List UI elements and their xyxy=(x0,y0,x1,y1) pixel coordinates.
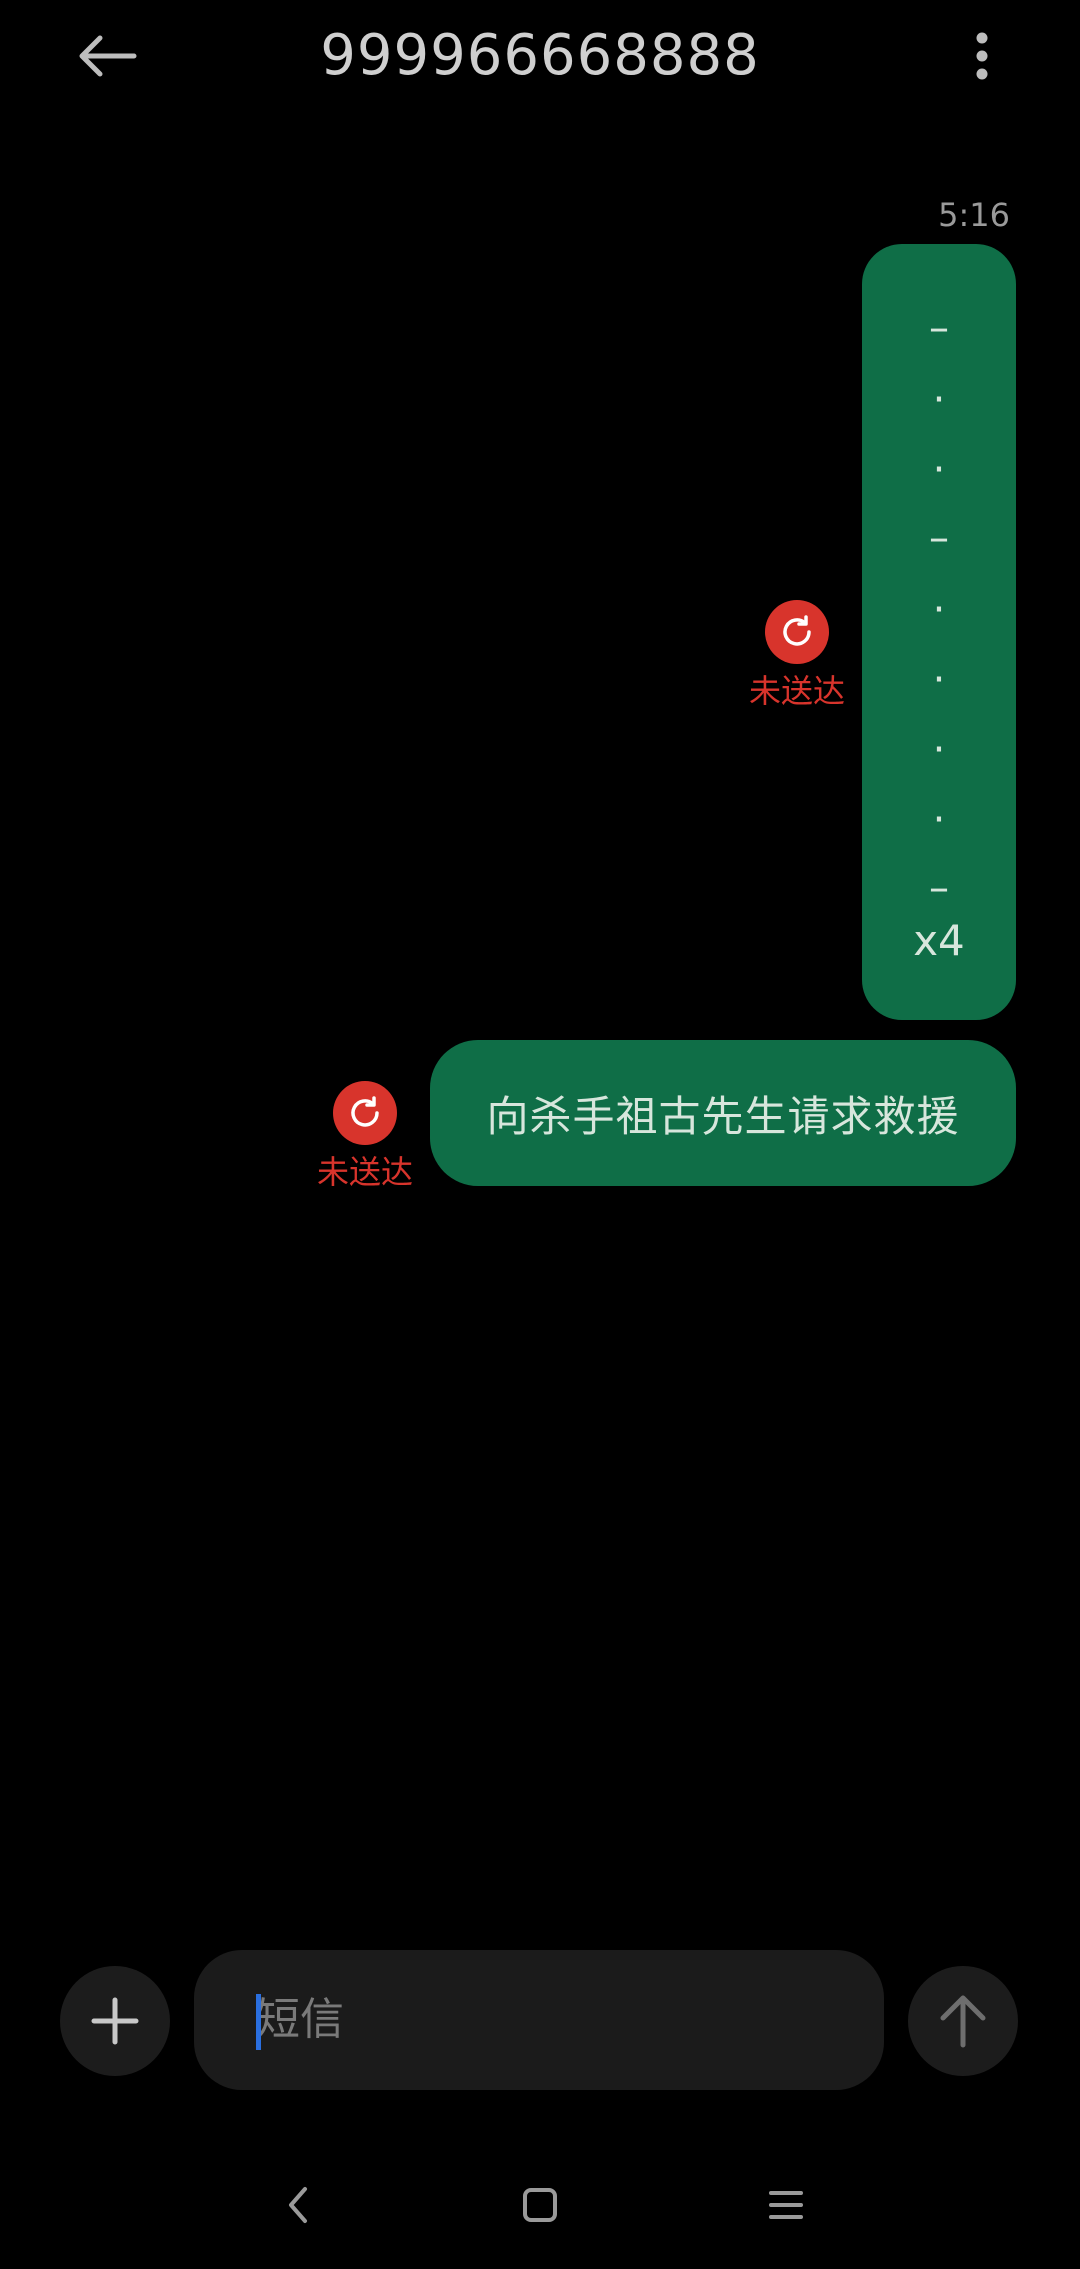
message-line: – xyxy=(929,515,949,561)
send-failed-label: 未送达 xyxy=(316,1153,413,1191)
nav-home-button[interactable] xyxy=(500,2170,580,2240)
chevron-left-icon xyxy=(289,2187,307,2223)
message-bubble[interactable]: – · · – · · · · – x4 xyxy=(862,244,1016,1020)
message-line: · xyxy=(932,797,946,843)
text-caret xyxy=(256,1994,261,2050)
send-failed-indicator: 未送达 xyxy=(310,1081,420,1193)
more-options-button[interactable] xyxy=(950,20,1014,92)
conversation-title: 999966668888 xyxy=(320,23,760,88)
retry-send-button[interactable] xyxy=(765,600,829,664)
more-vertical-icon xyxy=(976,32,988,80)
message-line: – xyxy=(929,865,949,911)
retry-icon xyxy=(351,1096,379,1127)
message-line: · xyxy=(932,447,946,493)
message-timestamp: 5:16 xyxy=(938,196,1010,234)
message-input-placeholder: 短信 xyxy=(256,1994,344,2045)
system-navigation-bar xyxy=(0,2160,1080,2250)
nav-back-button[interactable] xyxy=(258,2170,338,2240)
plus-icon xyxy=(91,1997,139,2045)
message-line: · xyxy=(932,657,946,703)
back-button[interactable] xyxy=(68,20,148,92)
message-line: · xyxy=(932,377,946,423)
send-button[interactable] xyxy=(908,1966,1018,2076)
message-line: · xyxy=(932,727,946,773)
menu-icon xyxy=(769,2191,803,2219)
message-line: · xyxy=(932,587,946,633)
send-failed-label: 未送达 xyxy=(748,672,845,710)
arrow-up-icon xyxy=(940,1995,986,2048)
top-app-bar: 999966668888 xyxy=(0,0,1080,110)
send-failed-indicator: 未送达 xyxy=(742,600,852,712)
add-attachment-button[interactable] xyxy=(60,1966,170,2076)
retry-send-button[interactable] xyxy=(333,1081,397,1145)
message-input[interactable]: 短信 xyxy=(194,1950,884,2090)
nav-recents-button[interactable] xyxy=(746,2170,826,2240)
message-line: – xyxy=(929,305,949,351)
message-bubble[interactable]: 向杀手祖古先生请求救援 xyxy=(430,1040,1016,1186)
square-icon xyxy=(523,2188,557,2222)
message-line: x4 xyxy=(913,916,965,965)
retry-icon xyxy=(783,615,811,646)
arrow-left-icon xyxy=(79,35,137,77)
